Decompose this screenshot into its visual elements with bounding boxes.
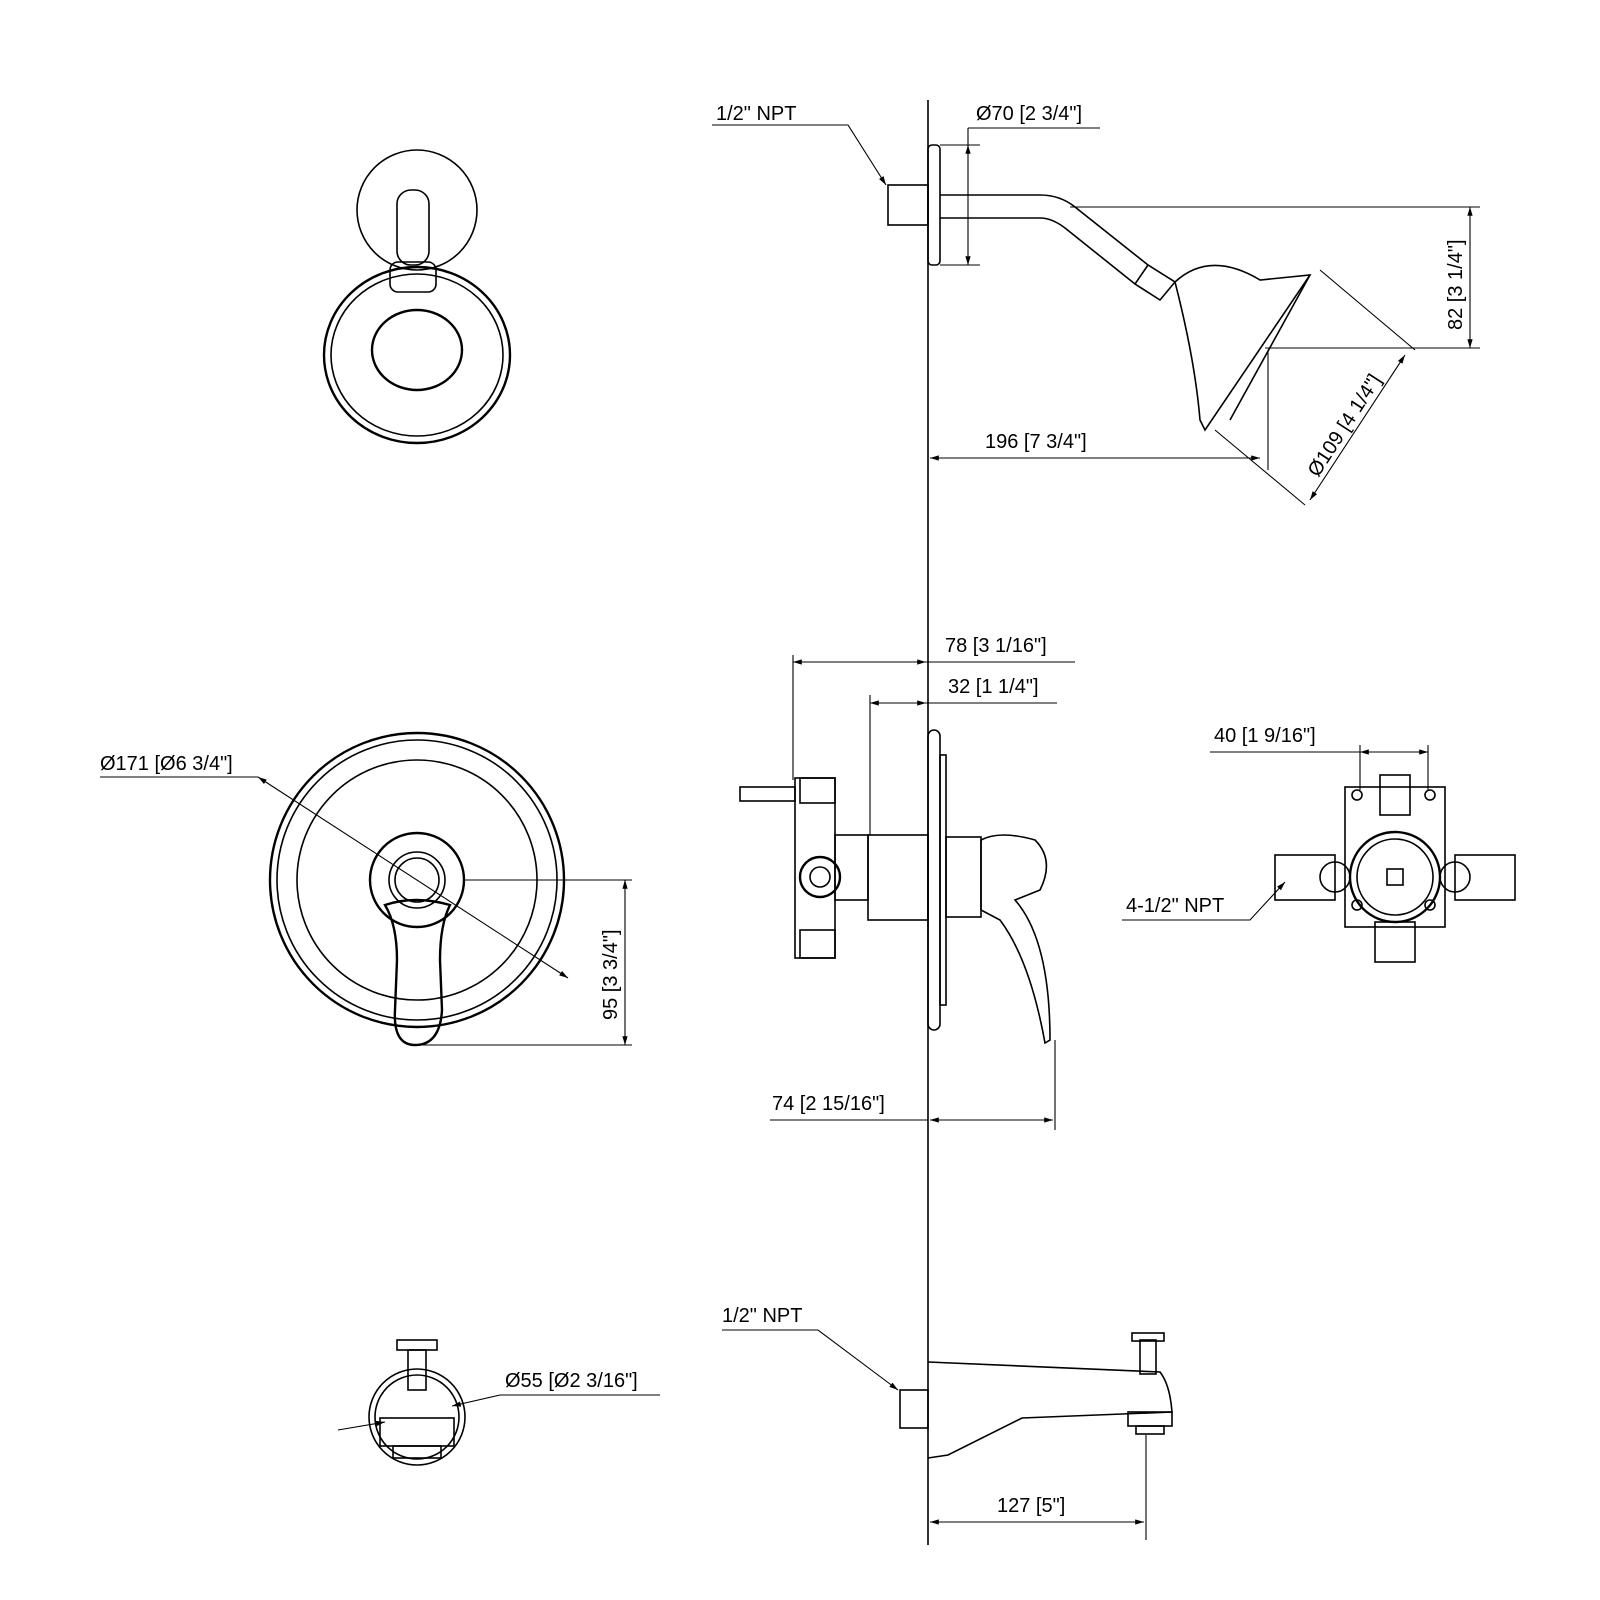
shower-inlet-label: 1/2" NPT [716,103,796,125]
depth-total-dim: 78 [3 1/16"] [945,635,1047,657]
valve-trim-front-view [268,731,566,1047]
shower-head-front-view [322,149,512,445]
reach-dim: 196 [7 3/4"] [985,431,1087,453]
flange-diameter-dim: Ø70 [2 3/4"] [976,103,1082,125]
shower-head-side-view [887,144,1312,432]
handle-projection-dim: 74 [2 15/16"] [772,1093,885,1115]
handle-offset-dim: 95 [3 3/4"] [600,930,622,1021]
spout-inlet-label: 1/2" NPT [722,1305,802,1327]
valve-side-view [739,729,1051,1045]
spout-outlet-diameter-dim: Ø55 [Ø2 3/16"] [505,1370,638,1392]
tub-spout-side-view [899,1332,1173,1459]
plate-diameter-dim: Ø171 [Ø6 3/4"] [100,753,233,775]
drop-height-dim: 82 [3 1/4"] [1445,240,1467,331]
port-spacing-dim: 40 [1 9/16"] [1214,725,1316,747]
tub-spout-front-view [368,1339,466,1466]
head-diameter-dim: Ø109 [4 1/4"] [1304,370,1386,480]
depth-trim-dim: 32 [1 1/4"] [948,676,1039,698]
body-ports-label: 4-1/2" NPT [1126,895,1224,917]
valve-body-view [1274,774,1516,963]
spout-reach-dim: 127 [5"] [997,1495,1065,1517]
